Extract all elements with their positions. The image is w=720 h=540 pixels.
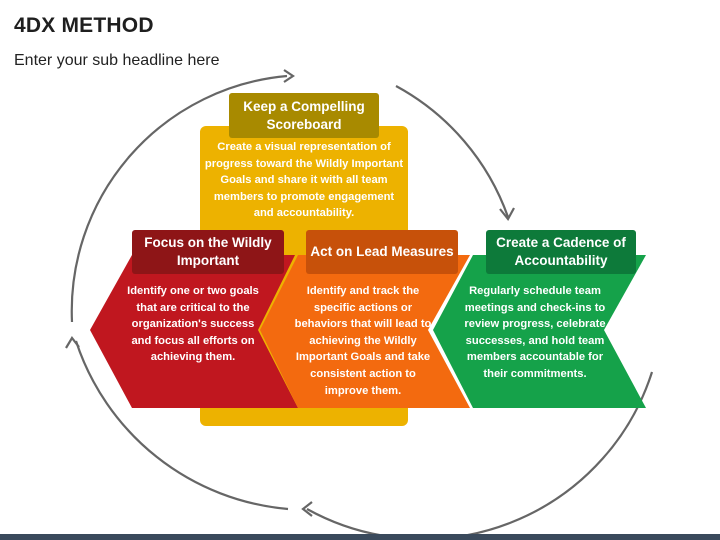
arrowhead-bottom [301, 501, 313, 517]
bottom-bar [0, 534, 720, 540]
lead-title: Act on Lead Measures [306, 230, 458, 274]
cycle-arc-bottom-left [74, 340, 289, 511]
scoreboard-description: Create a visual representation of progre… [204, 141, 404, 220]
arrowhead-left [65, 336, 80, 349]
scoreboard-title: Keep a Compelling Scoreboard [229, 93, 379, 138]
cycle-arc-top-right [395, 85, 510, 218]
focus-chevron [90, 255, 298, 408]
focus-description: Identify one or two goals that are criti… [127, 285, 259, 364]
cycle-arc-top-left [70, 74, 288, 323]
arrowhead-top [283, 69, 295, 83]
page-title: 4DX METHOD [14, 14, 154, 37]
lead-description: Identify and track the specific actions … [294, 285, 432, 397]
cadence-chevron [433, 255, 646, 408]
focus-title: Focus on the Wildly Important [132, 230, 284, 274]
cadence-description: Regularly schedule team meetings and che… [464, 285, 606, 380]
page-subtitle: Enter your sub headline here [14, 52, 220, 69]
cycle-arc-bottom-right [306, 371, 654, 540]
lead-chevron [260, 255, 470, 408]
cadence-title: Create a Cadence of Accountability [486, 230, 636, 274]
arrowhead-right [499, 207, 515, 221]
